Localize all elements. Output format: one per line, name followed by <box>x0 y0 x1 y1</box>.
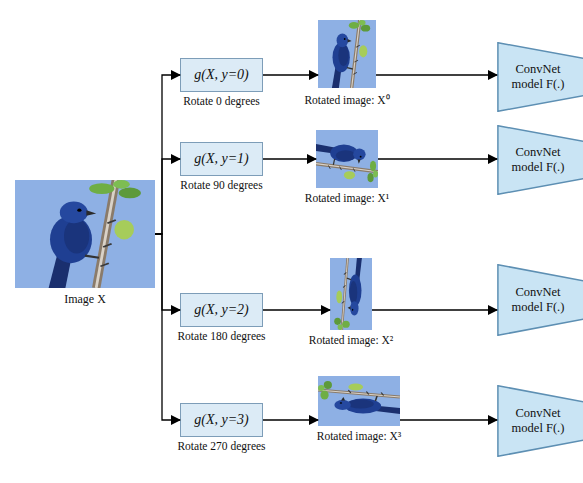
function-label: g(X, y=0) <box>194 67 249 83</box>
image-caption: Rotated image: X² <box>309 334 394 346</box>
image-caption: Rotated image: X¹ <box>305 192 390 204</box>
bird-picture <box>15 180 155 288</box>
bird-illustration <box>330 258 372 330</box>
bird-picture <box>316 130 378 188</box>
arrow-connector <box>263 309 330 310</box>
model-label-box: ConvNet model F(.) <box>499 42 577 112</box>
bird-illustration <box>318 376 400 426</box>
model-trapezoid: ConvNet model F(.) <box>497 385 583 457</box>
image-caption: Image X <box>64 292 106 307</box>
arrow-connector <box>155 159 180 234</box>
model-trapezoid: ConvNet model F(.) <box>497 264 583 336</box>
image-caption: Rotated image: X⁰ <box>304 92 389 107</box>
trapezoid-outline <box>498 43 583 112</box>
model-label: ConvNet model F(.) <box>503 62 573 92</box>
process-box: g(X, y=3)Rotate 270 degrees <box>180 403 263 437</box>
trapezoid-outline <box>498 386 583 457</box>
arrow-connector <box>263 419 318 420</box>
rotation-label: Rotate 0 degrees <box>183 95 260 107</box>
function-label: g(X, y=2) <box>194 302 249 318</box>
trapezoid-outline <box>498 126 583 195</box>
bird-picture <box>318 20 376 88</box>
process-box: g(X, y=0)Rotate 0 degrees <box>180 58 263 92</box>
rotation-label: Rotate 180 degrees <box>177 330 265 342</box>
model-trapezoid: ConvNet model F(.) <box>497 125 583 195</box>
image-caption: Rotated image: X³ <box>317 430 402 442</box>
rotation-label: Rotate 90 degrees <box>180 179 262 191</box>
arrow-connector <box>376 74 497 75</box>
model-label-box: ConvNet model F(.) <box>499 264 577 336</box>
rotation-label: Rotate 270 degrees <box>177 440 265 452</box>
model-label: ConvNet model F(.) <box>503 285 573 315</box>
arrow-connector <box>155 234 180 310</box>
bird-picture <box>330 258 372 330</box>
bird-illustration <box>15 180 155 288</box>
rotated-image: Rotated image: X² <box>330 258 372 330</box>
bird-picture <box>318 376 400 426</box>
rotated-image: Rotated image: X⁰ <box>318 20 376 88</box>
model-label-box: ConvNet model F(.) <box>499 385 577 457</box>
function-label: g(X, y=3) <box>194 412 249 428</box>
arrow-connector <box>263 74 318 75</box>
arrow-connector <box>155 234 180 420</box>
model-label: ConvNet model F(.) <box>503 145 573 175</box>
arrow-connector <box>400 419 497 420</box>
bird-illustration <box>318 20 376 88</box>
function-label: g(X, y=1) <box>194 151 249 167</box>
arrow-connector <box>378 158 497 159</box>
model-trapezoid: ConvNet model F(.) <box>497 42 583 112</box>
arrow-connector <box>372 309 497 310</box>
arrow-connector <box>263 158 316 159</box>
model-label: ConvNet model F(.) <box>503 406 573 436</box>
rotated-image: Rotated image: X³ <box>318 376 400 426</box>
input-image: Image X <box>15 180 155 288</box>
model-label-box: ConvNet model F(.) <box>499 125 577 195</box>
process-box: g(X, y=2)Rotate 180 degrees <box>180 293 263 327</box>
trapezoid-outline <box>498 265 583 336</box>
arrow-connector <box>155 75 180 234</box>
bird-illustration <box>316 130 378 188</box>
rotated-image: Rotated image: X¹ <box>316 130 378 188</box>
process-box: g(X, y=1)Rotate 90 degrees <box>180 142 263 176</box>
